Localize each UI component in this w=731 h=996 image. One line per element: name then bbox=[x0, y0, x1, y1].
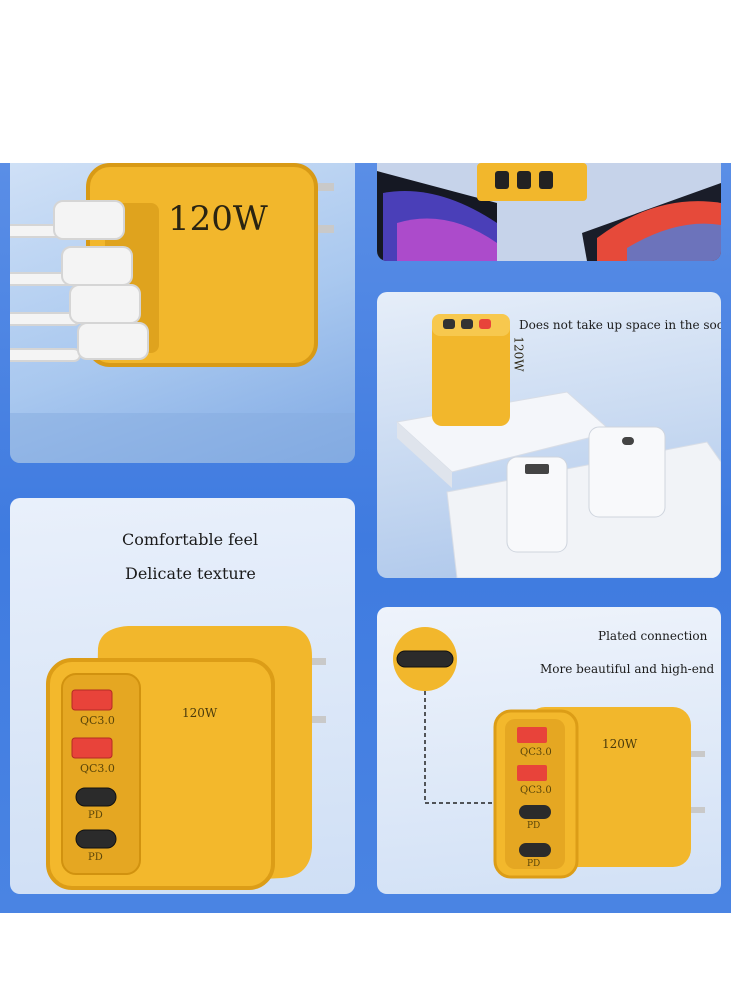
charger-wattage: 120W bbox=[182, 706, 218, 720]
socket-charger-wattage: 120W bbox=[511, 336, 526, 372]
wattage-label: 120W bbox=[168, 199, 268, 239]
charger-front-illustration bbox=[46, 626, 326, 890]
closeup-port-label-3: PD bbox=[527, 821, 541, 831]
panel-socket: Does not take up space in the socket 120… bbox=[377, 292, 721, 578]
socket-caption: Does not take up space in the socket bbox=[519, 318, 721, 332]
socket-illustration bbox=[395, 314, 721, 578]
panel-phones bbox=[377, 163, 721, 261]
port-label-1: QC3.0 bbox=[80, 714, 115, 727]
closeup-port-label-4: PD bbox=[527, 859, 541, 869]
closeup-wattage: 120W bbox=[602, 737, 638, 751]
plated-caption-1: Plated connection bbox=[598, 629, 708, 643]
plated-caption-2: More beautiful and high-end bbox=[540, 662, 715, 676]
panel-texture: Comfortable feel Delicate texture 120W Q… bbox=[10, 498, 355, 894]
texture-line-1: Comfortable feel bbox=[122, 530, 259, 549]
charger-closeup-illustration bbox=[393, 627, 705, 879]
port-label-4: PD bbox=[88, 852, 103, 863]
phones-illustration bbox=[377, 163, 721, 261]
panel-plated: Plated connection More beautiful and hig… bbox=[377, 607, 721, 894]
texture-line-2: Delicate texture bbox=[125, 564, 256, 583]
charger-with-cables-illustration bbox=[10, 163, 355, 463]
port-label-3: PD bbox=[88, 810, 103, 821]
panel-cables-plugged: 120W bbox=[10, 163, 355, 463]
port-label-2: QC3.0 bbox=[80, 762, 115, 775]
closeup-port-label-1: QC3.0 bbox=[520, 747, 552, 758]
closeup-port-label-2: QC3.0 bbox=[520, 785, 552, 796]
